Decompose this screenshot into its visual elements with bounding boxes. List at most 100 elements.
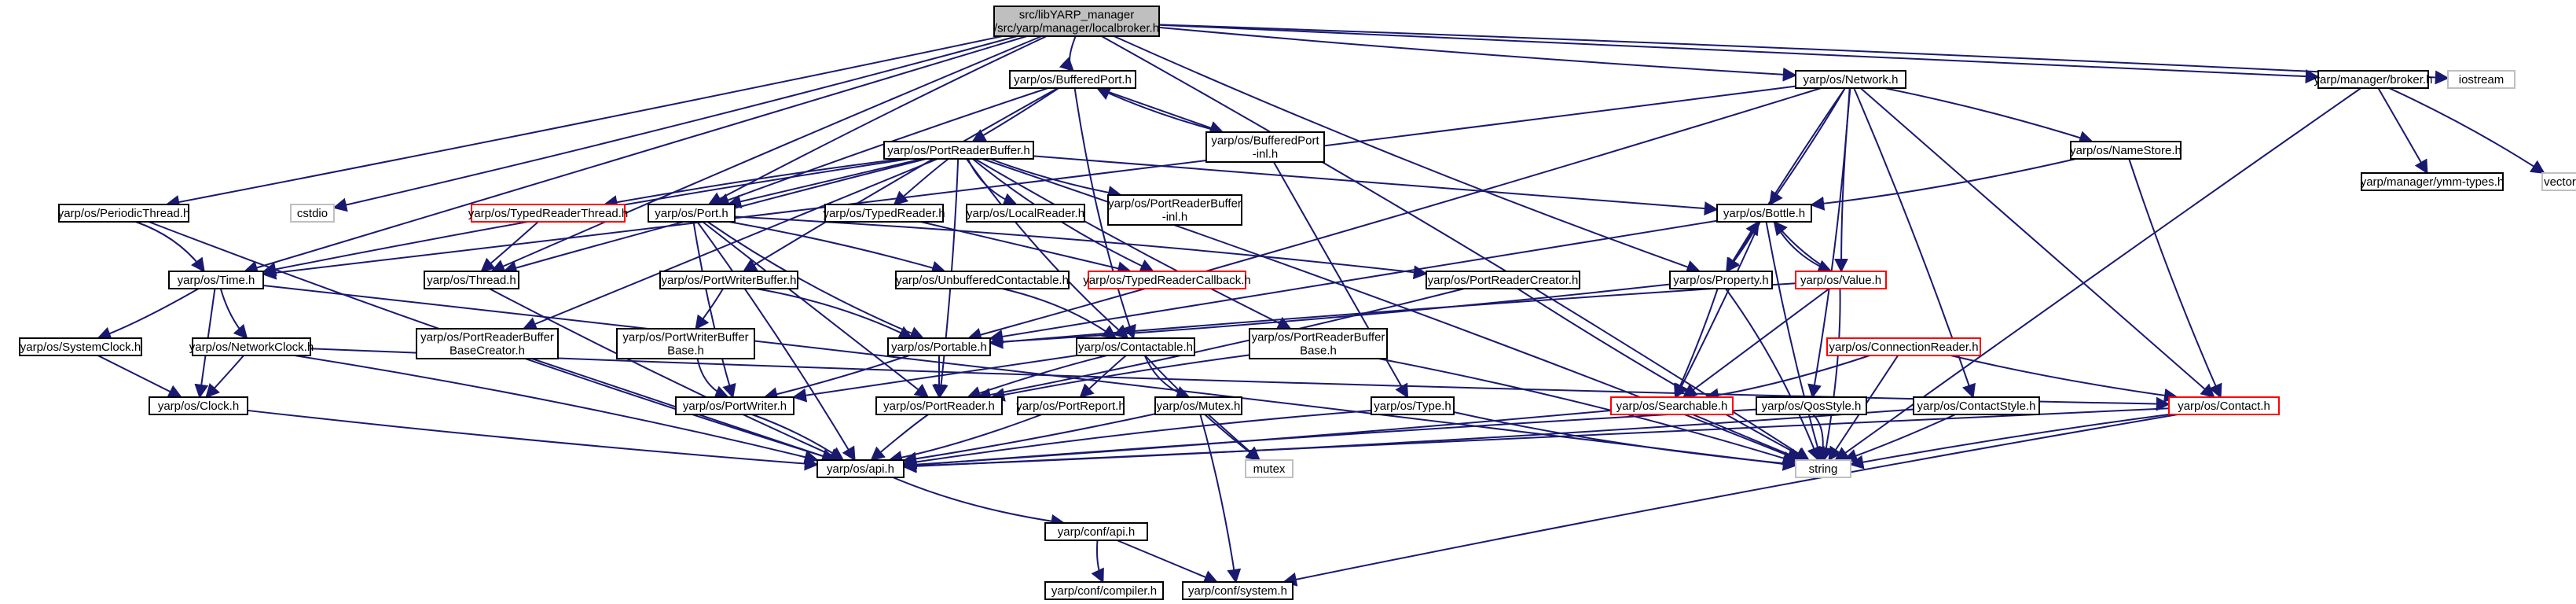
edge-property-to-bottle — [1726, 220, 1760, 272]
edge-systemclock-to-clock — [97, 355, 183, 398]
node-searchable[interactable]: yarp/os/Searchable.h — [1610, 396, 1734, 415]
node-prbinl[interactable]: yarp/os/PortReaderBuffer-inl.h — [1107, 194, 1242, 226]
node-api[interactable]: yarp/os/api.h — [816, 459, 905, 478]
node-network-box — [1795, 70, 1906, 89]
node-mutex[interactable]: yarp/os/Mutex.h — [1154, 396, 1242, 415]
node-qosstyle-label-0: yarp/os/QosStyle.h — [1762, 400, 1862, 413]
edge-prb-to-bottle — [1033, 155, 1719, 216]
node-property[interactable]: yarp/os/Property.h — [1669, 271, 1773, 289]
node-network[interactable]: yarp/os/Network.h — [1795, 70, 1906, 89]
node-namestore[interactable]: yarp/os/NameStore.h — [2070, 141, 2182, 160]
node-connreader[interactable]: yarp/os/ConnectionReader.h — [1826, 337, 1981, 356]
node-system-box — [1182, 581, 1294, 600]
node-ymmtypes[interactable]: yarp/manager/ymm-types.h — [2361, 172, 2504, 191]
node-typedreadercallback-box — [1088, 271, 1246, 289]
edge-api-to-confapi — [892, 477, 1066, 528]
node-periodic[interactable]: yarp/os/PeriodicThread.h — [58, 204, 190, 223]
node-property-label-0: yarp/os/Property.h — [1673, 274, 1768, 287]
node-systemclock[interactable]: yarp/os/SystemClock.h — [19, 337, 142, 356]
node-bottle[interactable]: yarp/os/Bottle.h — [1716, 204, 1812, 223]
node-bufferedport[interactable]: yarp/os/BufferedPort.h — [1009, 70, 1136, 89]
edge-portreport-to-api — [888, 414, 1043, 465]
edge-port-to-portable — [706, 221, 925, 341]
node-portable[interactable]: yarp/os/Portable.h — [887, 337, 991, 356]
edge-broker-to-ymmtypes — [2377, 87, 2428, 175]
node-unbuffered[interactable]: yarp/os/UnbufferedContactable.h — [895, 271, 1070, 289]
node-networkclock[interactable]: yarp/os/NetworkClock.h — [189, 337, 314, 356]
node-contactstyle-label-0: yarp/os/ContactStyle.h — [1917, 400, 2036, 413]
node-clock[interactable]: yarp/os/Clock.h — [149, 396, 248, 415]
node-localreader[interactable]: yarp/os/LocalReader.h — [966, 204, 1085, 223]
node-pwb[interactable]: yarp/os/PortWriterBuffer.h — [659, 271, 798, 289]
edge-prb-to-port — [726, 158, 923, 209]
edge-pwb-to-portable — [755, 288, 913, 339]
node-typedreader[interactable]: yarp/os/TypedReader.h — [823, 204, 945, 223]
node-bpinl[interactable]: yarp/os/BufferedPort-inl.h — [1205, 131, 1325, 163]
node-bottle-box — [1716, 204, 1812, 223]
node-system-label-0: yarp/conf/system.h — [1188, 584, 1287, 598]
node-contactstyle[interactable]: yarp/os/ContactStyle.h — [1913, 396, 2040, 415]
edge-network-to-contact — [1859, 87, 2215, 399]
edge-searchable-to-string — [1692, 414, 1804, 462]
edge-port-to-api — [696, 221, 856, 462]
node-thread-label-0: yarp/os/Thread.h — [427, 274, 516, 287]
node-portreader[interactable]: yarp/os/PortReader.h — [875, 396, 1003, 415]
edge-prbb-to-portreader — [990, 354, 1250, 402]
node-prb[interactable]: yarp/os/PortReaderBuffer.h — [883, 141, 1034, 160]
node-vector-box — [2541, 172, 2576, 191]
node-ymmtypes-box — [2361, 172, 2504, 191]
node-broker[interactable]: yarp/manager/broker.h — [2314, 70, 2433, 89]
node-prbinl-label-0: yarp/os/PortReaderBuffer — [1108, 197, 1242, 211]
node-value[interactable]: yarp/os/Value.h — [1795, 271, 1887, 289]
node-prb-label-0: yarp/os/PortReaderBuffer.h — [887, 144, 1030, 157]
node-iostream-label-0: iostream — [2459, 73, 2504, 87]
node-mutexstd-label-0: mutex — [1253, 462, 1286, 476]
node-thread-box — [424, 271, 519, 289]
node-searchable-box — [1610, 396, 1734, 415]
edge-prbb-to-string — [1378, 358, 1797, 466]
edge-pwb-to-pwbb — [695, 288, 724, 330]
node-value-box — [1795, 271, 1887, 289]
node-contactable[interactable]: yarp/os/Contactable.h — [1076, 337, 1195, 356]
node-root-box — [993, 6, 1160, 37]
node-value-label-0: yarp/os/Value.h — [1800, 274, 1881, 287]
edge-portable-to-portwriter — [763, 355, 910, 401]
node-contact[interactable]: yarp/os/Contact.h — [2168, 396, 2280, 415]
node-confapi[interactable]: yarp/conf/api.h — [1044, 522, 1148, 541]
node-iostream-box — [2447, 70, 2515, 89]
node-system[interactable]: yarp/conf/system.h — [1182, 581, 1294, 600]
node-namestore-box — [2070, 141, 2182, 160]
node-networkclock-box — [192, 337, 311, 356]
edge-network-to-portable — [967, 87, 1822, 342]
node-port[interactable]: yarp/os/Port.h — [648, 204, 736, 223]
node-bufferedport-box — [1009, 70, 1136, 89]
node-portreport[interactable]: yarp/os/PortReport.h — [1016, 396, 1125, 415]
edge-unbuffered-to-contactable — [1002, 288, 1117, 340]
node-portwriter[interactable]: yarp/os/PortWriter.h — [675, 396, 794, 415]
node-prc[interactable]: yarp/os/PortReaderCreator.h — [1426, 271, 1580, 289]
node-compiler[interactable]: yarp/conf/compiler.h — [1044, 581, 1164, 600]
edge-root-to-cstdio — [332, 35, 1018, 212]
node-typedreadercallback[interactable]: yarp/os/TypedReaderCallback.h — [1083, 271, 1251, 289]
node-time[interactable]: yarp/os/Time.h — [168, 271, 264, 289]
node-string-label-0: string — [1809, 462, 1838, 476]
edge-confapi-to-system — [1117, 540, 1219, 584]
edge-time-to-networkclock — [219, 288, 248, 340]
node-portreport-box — [1017, 396, 1125, 415]
node-typedreaderthread[interactable]: yarp/os/TypedReaderThread.h — [468, 204, 628, 223]
node-time-box — [168, 271, 264, 289]
edge-contactable-to-portreport — [1079, 355, 1127, 399]
node-type[interactable]: yarp/os/Type.h — [1371, 396, 1455, 415]
node-thread[interactable]: yarp/os/Thread.h — [424, 271, 519, 289]
edge-portreader-to-api — [870, 414, 929, 462]
node-pwb-label-0: yarp/os/PortWriterBuffer.h — [661, 274, 796, 287]
node-portable-box — [887, 337, 991, 356]
edge-contact-to-system — [1282, 414, 2178, 587]
node-string: string — [1795, 459, 1851, 478]
node-confapi-label-0: yarp/conf/api.h — [1058, 525, 1135, 539]
node-qosstyle[interactable]: yarp/os/QosStyle.h — [1756, 396, 1867, 415]
node-contactstyle-box — [1913, 396, 2040, 415]
